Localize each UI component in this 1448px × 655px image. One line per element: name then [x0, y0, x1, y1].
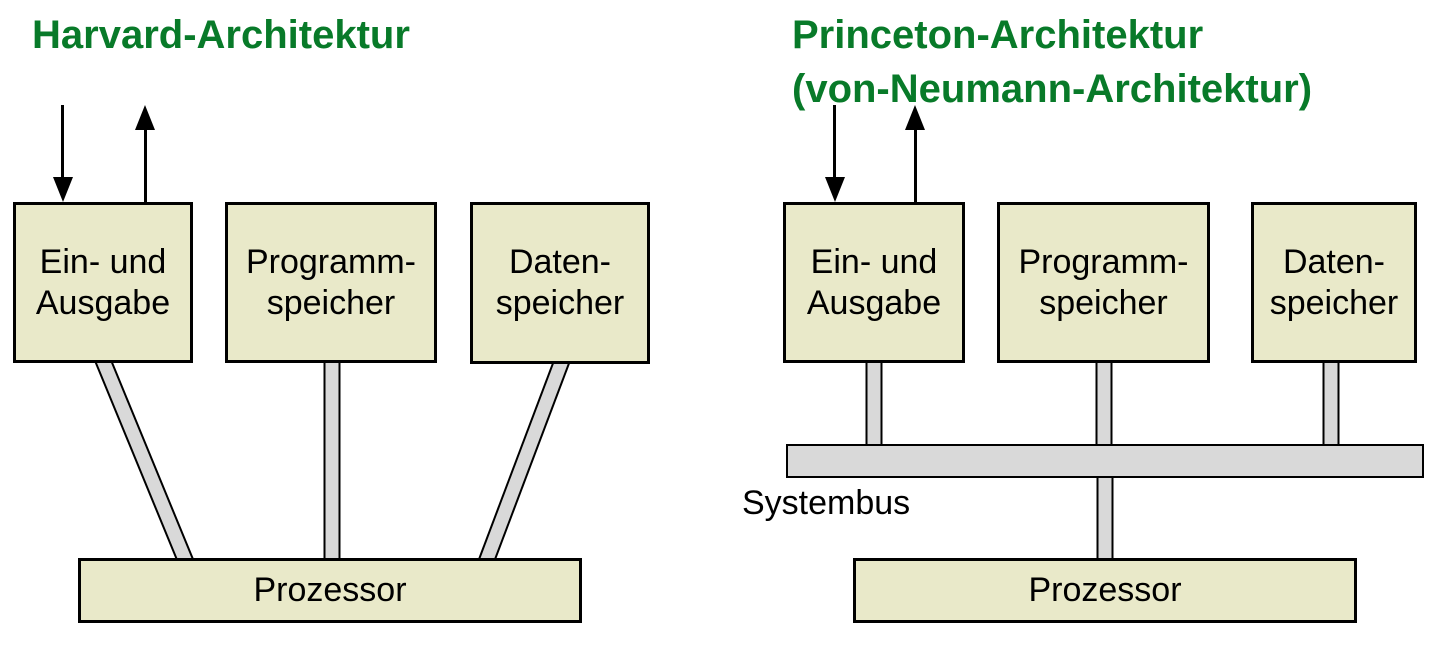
input-arrow-right-head [825, 177, 845, 202]
io-box-left: Ein- und Ausgabe [13, 202, 193, 363]
program-memory-box-left: Programm- speicher [225, 202, 437, 363]
program-memory-box-right: Programm- speicher [997, 202, 1210, 363]
input-arrow-left-shaft [61, 105, 64, 183]
input-arrow-right-shaft [833, 105, 836, 183]
output-arrow-right-head [905, 105, 925, 130]
princeton-title: Princeton-Architektur (von-Neumann-Archi… [792, 13, 1313, 111]
data-memory-box-left: Daten- speicher [470, 202, 650, 364]
data-memory-box-right: Daten- speicher [1251, 202, 1417, 363]
output-arrow-left-head [135, 105, 155, 130]
processor-box-right: Prozessor [853, 558, 1357, 623]
input-arrow-left-head [53, 177, 73, 202]
processor-box-left: Prozessor [78, 558, 582, 623]
bus-io-to-processor-left [94, 354, 194, 566]
bus-data-to-processor-left [478, 354, 571, 566]
harvard-title: Harvard-Architektur [32, 13, 410, 57]
output-arrow-right-shaft [914, 128, 917, 202]
output-arrow-left-shaft [144, 128, 147, 202]
io-box-right: Ein- und Ausgabe [783, 202, 965, 363]
systembus-bar [786, 444, 1424, 478]
systembus-label: Systembus [742, 484, 911, 522]
